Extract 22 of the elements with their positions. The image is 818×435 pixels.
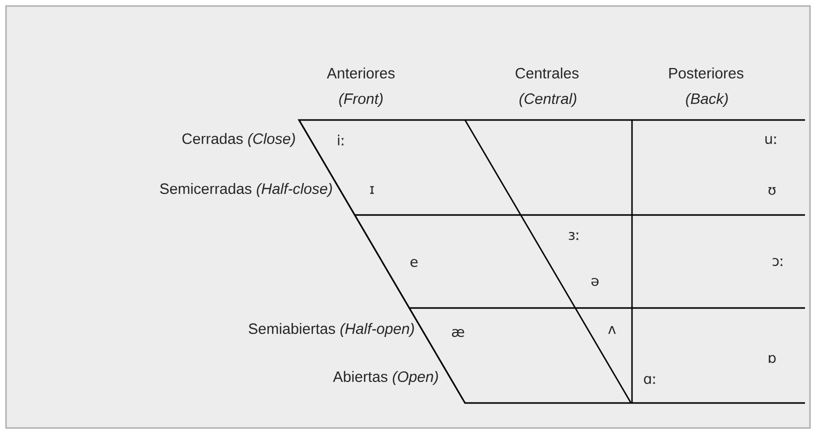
- column-heading: Centrales: [516, 67, 579, 78]
- row-heading: Semiabiertas (Half-open): [248, 323, 414, 337]
- vowel-symbol: ʊ: [768, 187, 776, 195]
- vowel-symbol: ɒ: [768, 354, 776, 364]
- column-heading: Anteriores: [326, 67, 395, 78]
- vowel-symbol: e: [410, 258, 418, 268]
- vowel-symbol: ɜː: [568, 232, 579, 240]
- vowel-symbol: ə: [591, 278, 599, 286]
- row-heading: Cerradas (Close): [182, 133, 295, 147]
- vowel-symbol: ʌ: [608, 326, 616, 334]
- vowel-symbol: ɔː: [772, 258, 783, 266]
- row-heading: Semicerradas (Half-close): [160, 183, 332, 197]
- row-heading: Abiertas (Open): [332, 371, 438, 385]
- vowel-symbol: ɪ: [370, 186, 374, 194]
- vowel-symbol: iː: [338, 134, 344, 146]
- vowel-symbol: æ: [452, 328, 464, 338]
- column-heading: (Back): [686, 93, 728, 107]
- vowel-symbol: uː: [765, 136, 776, 144]
- column-heading: Posteriores: [669, 67, 744, 78]
- column-heading: (Front): [339, 93, 383, 107]
- column-heading: (Central): [520, 93, 576, 107]
- vowel-symbol: ɑː: [644, 376, 656, 384]
